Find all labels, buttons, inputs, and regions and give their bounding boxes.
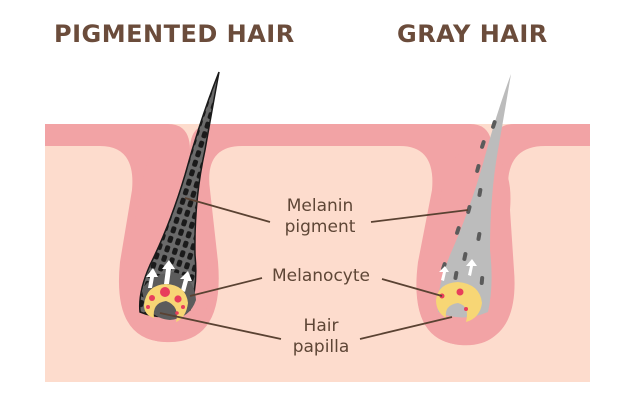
gray-pigment-dashes bbox=[441, 120, 497, 285]
pigmented-hair-shaft bbox=[138, 71, 220, 322]
gray-hair-title: GRAY HAIR bbox=[397, 20, 548, 48]
melanin-label-line2: pigment bbox=[284, 217, 356, 237]
leader-lines bbox=[159, 197, 469, 340]
papilla-label-line1: Hair bbox=[303, 316, 339, 336]
arrow-up-icon bbox=[146, 260, 192, 292]
melanocyte-label: Melanocyte bbox=[272, 266, 370, 286]
arrow-up-icon bbox=[439, 259, 477, 281]
melanin-pigment-label: Melanin pigment bbox=[285, 196, 356, 238]
papilla-label-line2: papilla bbox=[292, 337, 350, 357]
melanocyte-dots-left bbox=[146, 287, 185, 315]
pigmented-hair-title: PIGMENTED HAIR bbox=[54, 20, 295, 48]
hair-papilla-label: Hair papilla bbox=[293, 316, 350, 358]
gray-hair-shaft bbox=[436, 74, 511, 322]
melanin-label-line1: Melanin bbox=[286, 196, 354, 216]
